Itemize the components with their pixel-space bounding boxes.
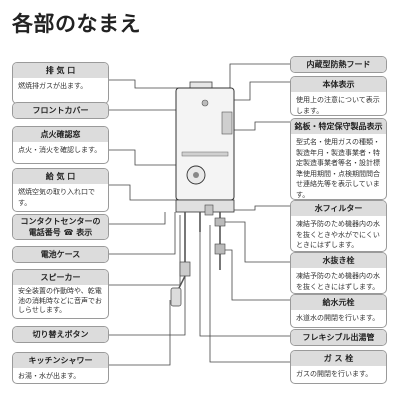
intake-grille bbox=[181, 151, 229, 157]
label-nameplate: 銘板・特定保守製品表示 型式名・使用ガスの種類・製造年月・製造事業者・特定製造事… bbox=[290, 118, 387, 200]
leader-contact-center bbox=[108, 212, 166, 225]
label-flexible-pipe: フレキシブル出湯管 bbox=[290, 329, 387, 346]
water-heater-illustration bbox=[170, 81, 235, 307]
label-switch-button: 切り替えボタン bbox=[12, 326, 109, 343]
leader-flexible-pipe bbox=[199, 225, 290, 337]
water-filter-part bbox=[214, 217, 226, 227]
leader-intake bbox=[108, 184, 185, 201]
leader-ignition-window bbox=[108, 149, 195, 166]
label-speaker: スピーカー 安全装置の作動時や、乾電池の消耗時などに音声でおしらせします。 bbox=[12, 269, 109, 319]
leader-drain-plug bbox=[220, 221, 290, 263]
leader-nameplate bbox=[228, 121, 290, 131]
ignition-window bbox=[201, 99, 209, 107]
leader-lines bbox=[108, 63, 290, 366]
label-gas-valve: ガ ス 栓 ガスの開閉を行います。 bbox=[290, 350, 387, 384]
leader-water-valve bbox=[220, 249, 290, 301]
shower-head bbox=[179, 261, 191, 277]
label-kitchen-shower: キッチンシャワー お湯・水が出ます。 bbox=[12, 352, 109, 384]
label-drain-plug: 水抜き栓 凍結予防のため機器内の水を抜くときにはずします。 bbox=[290, 252, 387, 294]
label-ignition-window: 点火確認窓 点火・消火を確認します。 bbox=[12, 126, 109, 164]
label-battery-case: 電池ケース bbox=[12, 246, 109, 263]
leader-exhaust bbox=[108, 79, 200, 89]
label-water-valve: 給水元栓 水道水の開閉を行います。 bbox=[290, 294, 387, 328]
page-title: 各部のなまえ bbox=[12, 12, 141, 36]
leader-switch-button bbox=[108, 215, 186, 336]
label-front-cover: フロントカバー bbox=[12, 102, 109, 119]
label-exhaust: 排 気 口 燃焼排ガスが出ます。 bbox=[12, 62, 109, 104]
label-water-filter: 水フィルター 凍結予防のため機器内の水を抜くときや水がでにくいときにはずします。 bbox=[290, 200, 387, 252]
leader-internal-hood bbox=[229, 63, 290, 88]
water-valve-part bbox=[214, 243, 226, 255]
leader-kitchen-shower bbox=[108, 300, 171, 366]
label-contact-center: コンタクトセンターの 電話番号 ☎ 表示 bbox=[12, 214, 109, 240]
dial-center bbox=[193, 172, 199, 178]
leader-water-filter bbox=[222, 205, 290, 211]
label-body-display: 本体表示 使用上の注意について表示します。 bbox=[290, 76, 387, 116]
nameplate-panel bbox=[221, 111, 233, 135]
label-internal-hood: 内蔵型防熱フード bbox=[290, 56, 387, 73]
gas-valve-part bbox=[204, 204, 214, 216]
phone-icon: ☎ bbox=[63, 228, 74, 237]
leader-battery bbox=[108, 212, 176, 255]
label-intake: 給 気 口 燃焼空気の取り入れ口です。 bbox=[12, 168, 109, 212]
leader-body-label bbox=[225, 81, 290, 101]
leader-gas-valve bbox=[209, 225, 290, 363]
leader-speaker bbox=[108, 215, 181, 286]
kitchen-shower-head bbox=[170, 287, 182, 307]
